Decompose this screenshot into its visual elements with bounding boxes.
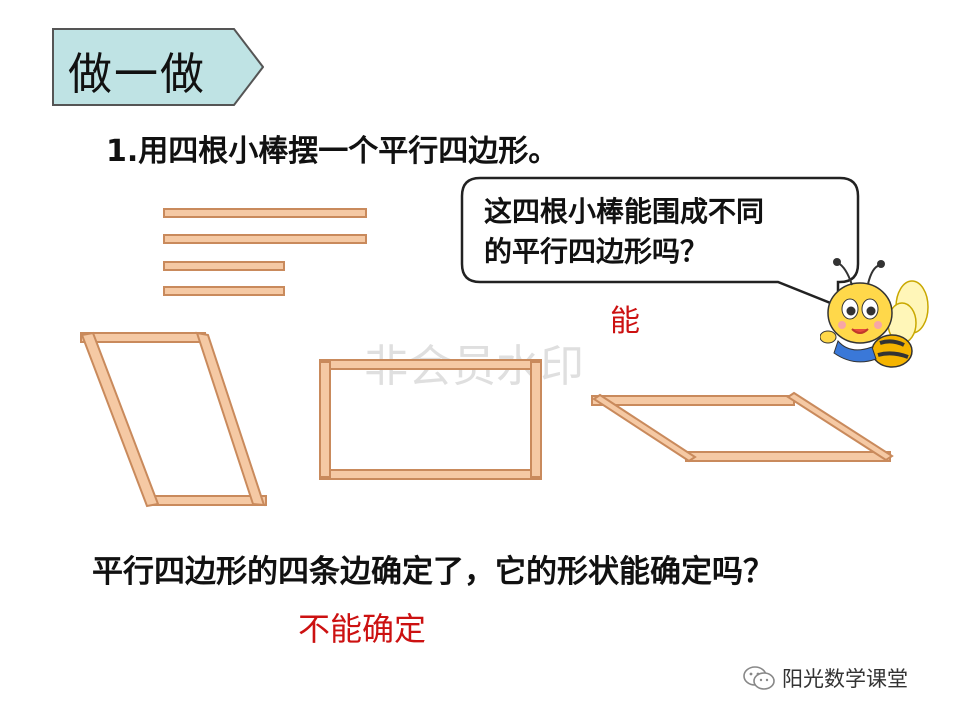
frame3-right-stick	[786, 391, 894, 462]
question-2: 平行四边形的四条边确定了，它的形状能确定吗？	[92, 554, 774, 590]
stick-long-1	[163, 208, 367, 218]
page-title: 做一做	[68, 49, 206, 100]
speech-line-1: 这四根小棒能围成不同	[484, 195, 765, 228]
speech-bubble-text: 这四根小棒能围成不同 的平行四边形吗？	[484, 192, 844, 272]
frame1-right-stick	[195, 331, 266, 507]
footer-watermark: 阳光数学课堂	[742, 663, 908, 693]
stick-short-2	[163, 286, 285, 296]
title-tab-shape	[52, 28, 264, 106]
speech-line-2: 的平行四边形吗？	[484, 235, 709, 268]
footer-label: 阳光数学课堂	[782, 667, 908, 691]
stick-long-2	[163, 234, 367, 244]
answer-1: 能	[610, 304, 640, 339]
wechat-icon	[743, 666, 775, 690]
frame3-top-stick	[591, 395, 795, 406]
frame2-left-stick	[319, 361, 331, 478]
frame2-right-stick	[530, 361, 542, 478]
frame1-bottom-stick	[149, 495, 267, 506]
frame3-bottom-stick	[685, 451, 891, 462]
frame2-bottom-stick	[319, 469, 542, 480]
stick-short-1	[163, 261, 285, 271]
bee-mascot-icon	[820, 258, 929, 368]
question-1: 1.用四根小棒摆一个平行四边形。	[106, 134, 559, 169]
frame2-top-stick	[319, 359, 542, 370]
frame3-left-stick	[592, 393, 697, 463]
frame1-top-stick	[80, 332, 206, 343]
frame1-left-stick	[80, 331, 160, 508]
answer-2: 不能确定	[298, 610, 427, 648]
